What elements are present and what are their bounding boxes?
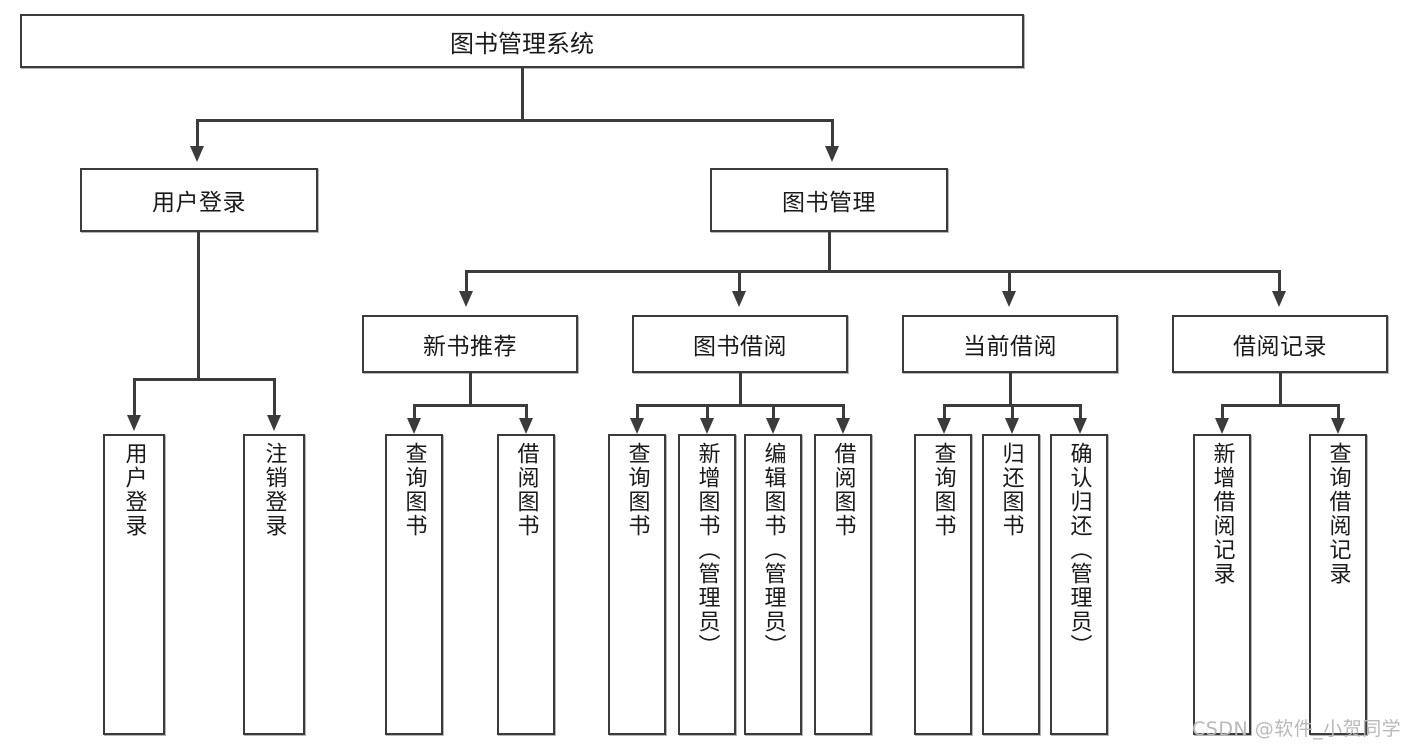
arrow-root-to-book-management — [825, 146, 839, 162]
edge-user-login-stem — [197, 232, 200, 380]
node-new-book-recommend[interactable]: 新书推荐 — [362, 315, 578, 373]
leaf-user-login[interactable]: 用户登录 — [103, 434, 165, 735]
arrow-borrow-record-to-leaf1 — [1215, 418, 1229, 434]
edge-bm-to-current-borrow — [1008, 270, 1011, 292]
leaf-label: 查询图书 — [930, 442, 956, 538]
edge-borrow-record-bus — [1221, 404, 1339, 407]
leaf-query-book-2[interactable]: 查询图书 — [608, 434, 666, 735]
leaf-borrow-book-1[interactable]: 借阅图书 — [497, 434, 555, 735]
edge-bm-to-book-borrow — [738, 270, 741, 292]
leaf-query-record[interactable]: 查询借阅记录 — [1309, 434, 1367, 735]
arrow-root-to-user-login — [190, 146, 204, 162]
leaf-confirm-return[interactable]: 确认归还（管理员） — [1050, 434, 1108, 735]
edge-user-login-to-leaf2 — [273, 378, 276, 416]
edge-book-management-bus — [465, 270, 1280, 273]
edge-new-book-to-leaf2 — [525, 404, 528, 421]
node-book-management[interactable]: 图书管理 — [710, 168, 948, 232]
leaf-label: 用户登录 — [121, 442, 147, 538]
leaf-label: 借阅图书 — [830, 442, 856, 538]
arrow-new-book-to-leaf2 — [519, 418, 533, 434]
node-label: 借阅记录 — [1233, 334, 1327, 360]
node-book-borrow[interactable]: 图书借阅 — [632, 315, 848, 373]
edge-book-management-stem — [828, 232, 831, 272]
csdn-watermark: CSDN @软件_小贺同学 — [1192, 718, 1402, 740]
arrow-current-borrow-to-leaf3 — [1073, 418, 1087, 434]
edge-borrow-record-to-leaf1 — [1221, 404, 1224, 421]
leaf-label: 新增借阅记录 — [1209, 442, 1235, 586]
arrow-bm-to-current-borrow — [1002, 291, 1016, 307]
edge-root-to-book-management — [831, 119, 834, 147]
edge-book-borrow-to-leaf1 — [636, 404, 639, 421]
leaf-label: 查询图书 — [624, 442, 650, 538]
arrow-book-borrow-to-leaf1 — [630, 418, 644, 434]
edge-book-borrow-to-leaf3 — [772, 404, 775, 421]
leaf-label: 归还图书 — [998, 442, 1024, 538]
leaf-label: 查询借阅记录 — [1325, 442, 1351, 586]
edge-current-borrow-to-leaf1 — [943, 404, 946, 421]
leaf-label: 编辑图书（管理员） — [760, 442, 786, 658]
leaf-label: 注销登录 — [261, 442, 287, 538]
arrow-user-login-to-leaf1 — [127, 415, 141, 431]
edge-bm-to-borrow-record — [1278, 270, 1281, 292]
edge-book-borrow-stem — [739, 373, 742, 406]
arrow-bm-to-borrow-record — [1272, 291, 1286, 307]
edge-book-borrow-to-leaf2 — [706, 404, 709, 421]
edge-borrow-record-to-leaf2 — [1337, 404, 1340, 421]
node-user-login[interactable]: 用户登录 — [80, 168, 318, 232]
edge-current-borrow-to-leaf3 — [1079, 404, 1082, 421]
edge-user-login-to-leaf1 — [133, 378, 136, 416]
node-label: 用户登录 — [152, 190, 246, 216]
node-label: 新书推荐 — [423, 334, 517, 360]
leaf-return-book[interactable]: 归还图书 — [982, 434, 1040, 735]
arrow-book-borrow-to-leaf2 — [700, 418, 714, 434]
arrow-current-borrow-to-leaf1 — [937, 418, 951, 434]
edge-new-book-bus — [413, 404, 527, 407]
arrow-book-borrow-to-leaf3 — [766, 418, 780, 434]
leaf-add-book[interactable]: 新增图书（管理员） — [678, 434, 736, 735]
edge-current-borrow-to-leaf2 — [1011, 404, 1014, 421]
edge-root-stem — [521, 68, 524, 120]
arrow-bm-to-book-borrow — [732, 291, 746, 307]
arrow-new-book-to-leaf1 — [407, 418, 421, 434]
edge-book-borrow-to-leaf4 — [842, 404, 845, 421]
arrow-bm-to-new-book — [459, 291, 473, 307]
edge-root-to-user-login — [196, 119, 199, 147]
leaf-logout[interactable]: 注销登录 — [243, 434, 305, 735]
node-label: 当前借阅 — [963, 334, 1057, 360]
node-label: 图书借阅 — [693, 334, 787, 360]
arrow-book-borrow-to-leaf4 — [836, 418, 850, 434]
leaf-borrow-book-2[interactable]: 借阅图书 — [814, 434, 872, 735]
edge-new-book-stem — [469, 373, 472, 406]
leaf-label: 查询图书 — [401, 442, 427, 538]
edge-book-borrow-bus — [636, 404, 844, 407]
leaf-query-book-3[interactable]: 查询图书 — [914, 434, 972, 735]
node-current-borrow[interactable]: 当前借阅 — [902, 315, 1118, 373]
arrow-borrow-record-to-leaf2 — [1331, 418, 1345, 434]
node-root-system[interactable]: 图书管理系统 — [20, 14, 1024, 68]
edge-user-login-bus — [133, 378, 275, 381]
leaf-add-record[interactable]: 新增借阅记录 — [1193, 434, 1251, 735]
leaf-label: 借阅图书 — [513, 442, 539, 538]
node-label: 图书管理系统 — [450, 29, 594, 58]
leaf-edit-book[interactable]: 编辑图书（管理员） — [744, 434, 802, 735]
leaf-query-book-1[interactable]: 查询图书 — [385, 434, 443, 735]
edge-current-borrow-stem — [1009, 373, 1012, 406]
arrow-current-borrow-to-leaf2 — [1005, 418, 1019, 434]
leaf-label: 确认归还（管理员） — [1066, 442, 1092, 658]
edge-new-book-to-leaf1 — [413, 404, 416, 421]
edge-bm-to-new-book — [465, 270, 468, 292]
node-label: 图书管理 — [782, 190, 876, 216]
arrow-user-login-to-leaf2 — [267, 415, 281, 431]
leaf-label: 新增图书（管理员） — [694, 442, 720, 658]
node-borrow-record[interactable]: 借阅记录 — [1172, 315, 1388, 373]
edge-borrow-record-stem — [1279, 373, 1282, 406]
edge-root-bus — [196, 119, 834, 122]
